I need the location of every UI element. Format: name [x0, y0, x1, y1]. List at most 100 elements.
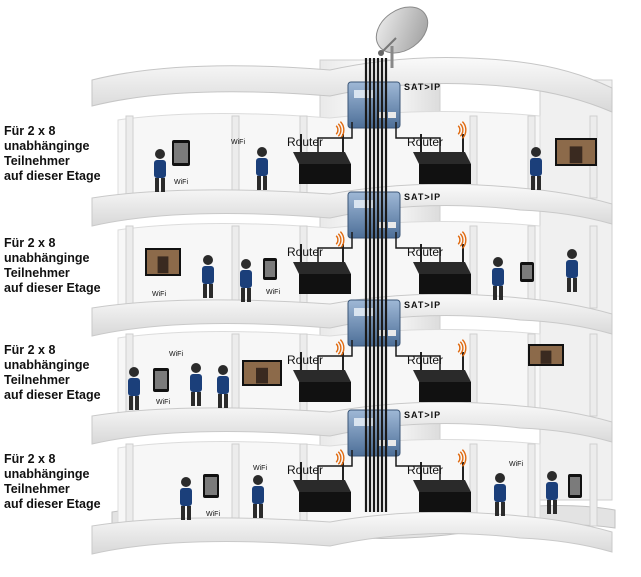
- router-label: Router: [407, 353, 443, 367]
- router-front: [299, 382, 351, 402]
- floor-label-line: unabhänginge: [4, 358, 90, 372]
- wifi-wave-arc: [337, 123, 342, 137]
- tv-icon: [242, 360, 282, 386]
- router-top: [293, 262, 351, 274]
- person-icon: [530, 147, 542, 190]
- person-body: [566, 260, 578, 278]
- satip-label: SAT>IP: [404, 300, 441, 310]
- floor-slab: [91, 511, 613, 555]
- person-body: [180, 488, 192, 506]
- person-leg: [187, 506, 191, 520]
- person-leg: [224, 394, 228, 408]
- wifi-waves-icon: [457, 339, 467, 357]
- tablet-screen: [174, 143, 188, 163]
- person-body: [530, 158, 542, 176]
- router-label: Router: [287, 353, 323, 367]
- router-top: [413, 480, 471, 492]
- cable-to-router: [395, 122, 441, 152]
- person-leg: [495, 502, 499, 516]
- person-head: [155, 149, 165, 159]
- person-leg: [218, 394, 222, 408]
- person-body: [546, 482, 558, 500]
- person-leg: [547, 500, 551, 514]
- floor-label-line: Teilnehmer: [4, 373, 70, 387]
- cable-to-router: [317, 232, 353, 262]
- person-leg: [259, 504, 263, 518]
- cable-to-router: [317, 450, 353, 480]
- person-leg: [161, 178, 165, 192]
- wifi-waves-icon: [457, 449, 467, 467]
- column: [589, 443, 598, 527]
- column: [589, 225, 598, 309]
- person-body: [190, 374, 202, 392]
- column: [231, 443, 240, 527]
- tablet-icon: [520, 262, 534, 282]
- floor-label-line: Teilnehmer: [4, 266, 70, 280]
- person-body: [492, 268, 504, 286]
- wifi-label: WiFi: [152, 291, 166, 298]
- satip-box-display: [354, 90, 374, 98]
- router-label: Router: [407, 135, 443, 149]
- tv-icon: [145, 248, 181, 276]
- wifi-wave-arc: [459, 451, 464, 465]
- floor-label-line: auf dieser Etage: [4, 281, 101, 295]
- floor-label-line: Teilnehmer: [4, 154, 70, 168]
- tablet-icon: [153, 368, 169, 392]
- person-head: [495, 473, 505, 483]
- satip-box-port: [388, 222, 396, 228]
- router-front: [419, 492, 471, 512]
- floor-label-line: Teilnehmer: [4, 482, 70, 496]
- person-body: [202, 266, 214, 284]
- tablet-screen: [205, 477, 217, 495]
- person-body: [494, 484, 506, 502]
- person-with-phone-icon: [240, 259, 252, 302]
- wifi-label: WiFi: [231, 139, 245, 146]
- person-leg: [253, 504, 257, 518]
- wifi-label: WiFi: [509, 461, 523, 468]
- person-with-laptop-icon: [256, 147, 268, 190]
- column: [125, 443, 134, 527]
- column: [589, 333, 598, 417]
- router-front: [419, 382, 471, 402]
- person-body: [252, 486, 264, 504]
- cable-to-router: [317, 122, 353, 152]
- person-leg: [573, 278, 577, 292]
- person-leg: [537, 176, 541, 190]
- person-with-tablet-icon: [202, 255, 214, 298]
- person-head: [129, 367, 139, 377]
- floor-label-line: Für 2 x 8: [4, 236, 56, 250]
- person-leg: [493, 286, 497, 300]
- wifi-wave-arc: [457, 125, 461, 135]
- wifi-wave-arc: [457, 453, 461, 463]
- wifi-label: WiFi: [169, 351, 183, 358]
- router-top: [293, 370, 351, 382]
- wifi-wave-arc: [459, 123, 464, 137]
- person-body: [128, 378, 140, 396]
- router-front: [299, 164, 351, 184]
- person-head: [241, 259, 251, 269]
- wifi-wave-arc: [461, 121, 467, 139]
- person-head: [493, 257, 503, 267]
- router-front: [299, 274, 351, 294]
- column: [527, 443, 536, 527]
- wifi-label: WiFi: [266, 289, 280, 296]
- satellite-dish-icon: [375, 6, 429, 68]
- satip-label: SAT>IP: [404, 192, 441, 202]
- floor-label-line: Für 2 x 8: [4, 343, 56, 357]
- person-with-phone-icon: [128, 367, 140, 410]
- cable-to-router: [395, 232, 441, 262]
- person-leg: [567, 278, 571, 292]
- person-with-laptop-icon: [190, 363, 202, 406]
- column: [125, 115, 134, 199]
- person-leg: [129, 396, 133, 410]
- floor-label-line: unabhänginge: [4, 251, 90, 265]
- router-front: [299, 492, 351, 512]
- router-front: [419, 274, 471, 294]
- tablet-icon: [172, 140, 190, 166]
- satip-box-display: [354, 418, 374, 426]
- wifi-wave-arc: [335, 235, 339, 245]
